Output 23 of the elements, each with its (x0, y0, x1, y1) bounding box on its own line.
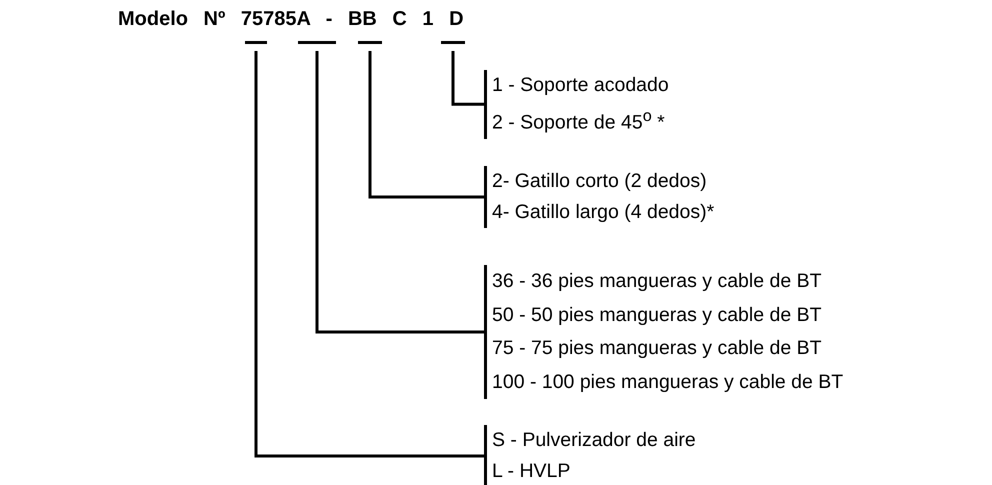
connector-line (316, 51, 484, 334)
option-text: S - Pulverizador de aire (492, 428, 696, 453)
option-text: L - HVLP (492, 459, 572, 484)
code-slot-underline (245, 41, 267, 44)
option-text: 2 - Soporte de 45$^{o}$ * (492, 106, 666, 136)
option-text: 2- Gatillo corto (2 dedos) (492, 169, 708, 194)
option-text: 36 - 36 pies mangueras y cable de BT (492, 269, 823, 294)
option-text: 75 - 75 pies mangueras y cable de BT (492, 336, 823, 361)
option-text: 1 - Soporte acodado (492, 73, 669, 98)
option-text: 100 - 100 pies mangueras y cable de BT (492, 370, 844, 394)
code-slot-underline (298, 41, 336, 44)
option-bracket-group (484, 265, 844, 399)
option-text: 50 - 50 pies mangueras y cable de BT (492, 302, 823, 328)
option-bracket-group (484, 70, 669, 138)
model-number-title: Modelo Nº 75785A - BB C 1 D (118, 8, 464, 31)
code-slot-underline (358, 41, 382, 44)
connector-line (452, 51, 484, 106)
option-text: 4- Gatillo largo (4 dedos)* (492, 200, 714, 225)
connector-line (254, 51, 484, 458)
option-bracket-group (484, 425, 696, 485)
code-slot-underline (441, 41, 465, 44)
connector-line (368, 51, 484, 198)
option-bracket-group (484, 166, 714, 228)
